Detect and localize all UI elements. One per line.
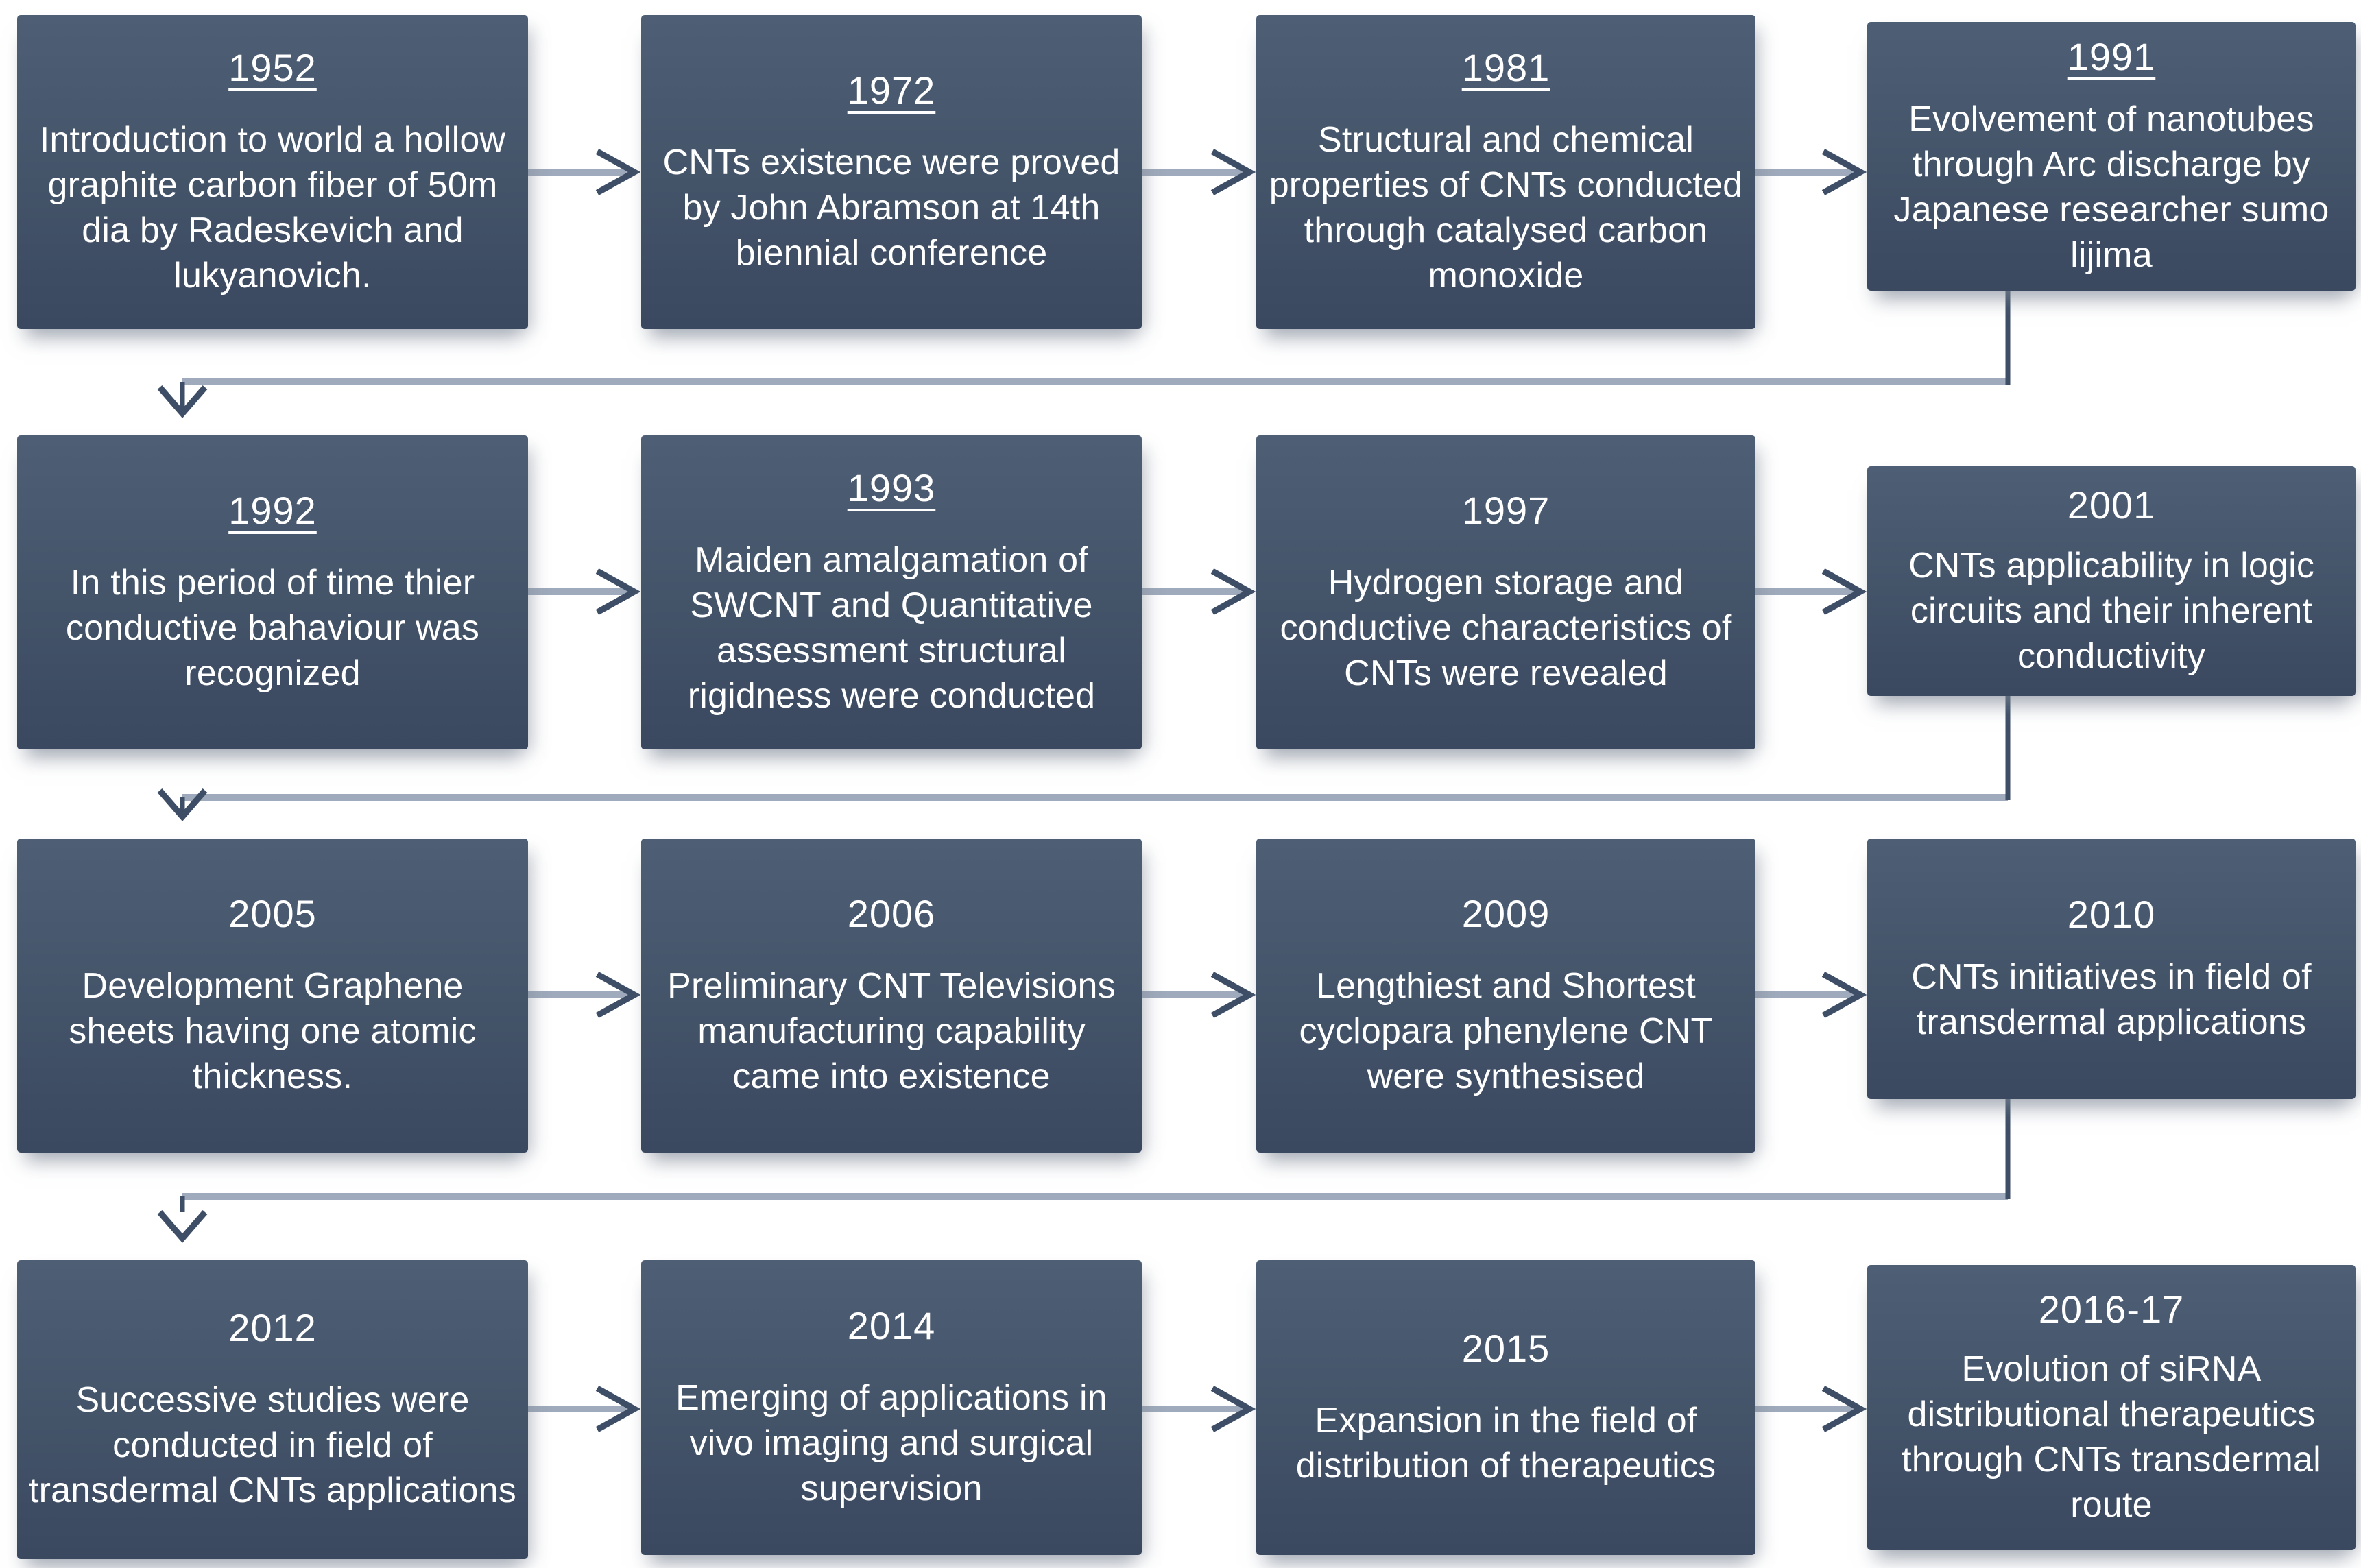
timeline-box-2010: 2010 CNTs initiatives in field of transd… — [1867, 839, 2356, 1099]
timeline-box-1972: 1972 CNTs existence were proved by John … — [641, 15, 1142, 329]
timeline-box-2015: 2015 Expansion in the field of distribut… — [1256, 1260, 1755, 1555]
event-description: Lengthiest and Shortest cyclopara phenyl… — [1299, 966, 1713, 1097]
arrow-1992-to-1993 — [528, 568, 641, 615]
year-label: 2009 — [1461, 891, 1550, 935]
connector-1991-to-1992 — [157, 291, 2011, 418]
timeline-box-1952: 1952 Introduction to world a hollow grap… — [17, 15, 528, 329]
event-description: CNTs initiatives in field of transdermal… — [1911, 957, 2312, 1043]
event-description: Preliminary CNT Televisions manufacturin… — [667, 966, 1116, 1097]
year-label: 1981 — [1461, 45, 1550, 89]
event-description: In this period of time thier conductive … — [65, 563, 480, 694]
event-description: CNTs existence were proved by John Abram… — [662, 143, 1120, 274]
timeline-box-2012: 2012 Successive studies were conducted i… — [17, 1260, 528, 1559]
year-label: 1992 — [228, 488, 317, 532]
connector-2010-to-2012 — [157, 1099, 2011, 1243]
arrow-2015-to-2016 — [1755, 1386, 1867, 1432]
year-label: 1993 — [847, 466, 936, 509]
timeline-box-2009: 2009 Lengthiest and Shortest cyclopara p… — [1256, 839, 1755, 1153]
timeline-box-1991: 1991 Evolvement of nanotubes through Arc… — [1867, 22, 2356, 291]
year-label: 1972 — [847, 68, 936, 112]
event-description: CNTs applicability in logic circuits and… — [1908, 545, 2315, 676]
arrow-2006-to-2009 — [1142, 972, 1256, 1018]
year-label: 2005 — [228, 891, 317, 935]
timeline-box-2006: 2006 Preliminary CNT Televisions manufac… — [641, 839, 1142, 1153]
year-label: 2006 — [847, 891, 936, 935]
connector-2001-to-2005 — [157, 696, 2011, 821]
event-description: Introduction to world a hollow graphite … — [39, 120, 506, 296]
year-label: 1952 — [228, 45, 317, 89]
timeline-box-1981: 1981 Structural and chemical properties … — [1256, 15, 1755, 329]
year-label: 2010 — [2067, 892, 2156, 936]
event-description: Emerging of applications in vivo imaging… — [675, 1378, 1107, 1509]
timeline-box-1993: 1993 Maiden amalgamation of SWCNT and Qu… — [641, 435, 1142, 749]
year-label: 2014 — [847, 1303, 936, 1347]
event-description: Maiden amalgamation of SWCNT and Quantit… — [687, 540, 1096, 716]
event-description: Successive studies were conducted in fie… — [29, 1380, 516, 1511]
arrow-1993-to-1997 — [1142, 568, 1256, 615]
timeline-box-2005: 2005 Development Graphene sheets having … — [17, 839, 528, 1153]
event-description: Evolution of siRNA distributional therap… — [1902, 1349, 2321, 1525]
arrow-1952-to-1972 — [528, 149, 641, 195]
timeline-box-1992: 1992 In this period of time thier conduc… — [17, 435, 528, 749]
year-label: 2015 — [1461, 1326, 1550, 1370]
timeline-box-2001: 2001 CNTs applicability in logic circuit… — [1867, 466, 2356, 696]
timeline-box-2014: 2014 Emerging of applications in vivo im… — [641, 1260, 1142, 1555]
event-description: Evolvement of nanotubes through Arc disc… — [1893, 99, 2329, 276]
arrow-2012-to-2014 — [528, 1386, 641, 1432]
event-description: Hydrogen storage and conductive characte… — [1280, 563, 1732, 694]
arrow-2005-to-2006 — [528, 972, 641, 1018]
event-description: Structural and chemical properties of CN… — [1269, 120, 1743, 296]
arrow-1997-to-2001 — [1755, 568, 1867, 615]
year-label: 2001 — [2067, 483, 2156, 527]
event-description: Expansion in the field of distribution o… — [1295, 1401, 1716, 1486]
arrow-1972-to-1981 — [1142, 149, 1256, 195]
timeline-box-2016-17: 2016-17 Evolution of siRNA distributiona… — [1867, 1265, 2356, 1550]
year-label: 2012 — [228, 1305, 317, 1349]
arrow-2014-to-2015 — [1142, 1386, 1256, 1432]
event-description: Development Graphene sheets having one a… — [69, 966, 477, 1097]
year-label: 1997 — [1461, 488, 1550, 532]
timeline-box-1997: 1997 Hydrogen storage and conductive cha… — [1256, 435, 1755, 749]
arrow-1981-to-1991 — [1755, 149, 1867, 195]
year-label: 1991 — [2067, 34, 2156, 78]
year-label: 2016-17 — [2038, 1287, 2185, 1331]
arrow-2009-to-2010 — [1755, 972, 1867, 1018]
